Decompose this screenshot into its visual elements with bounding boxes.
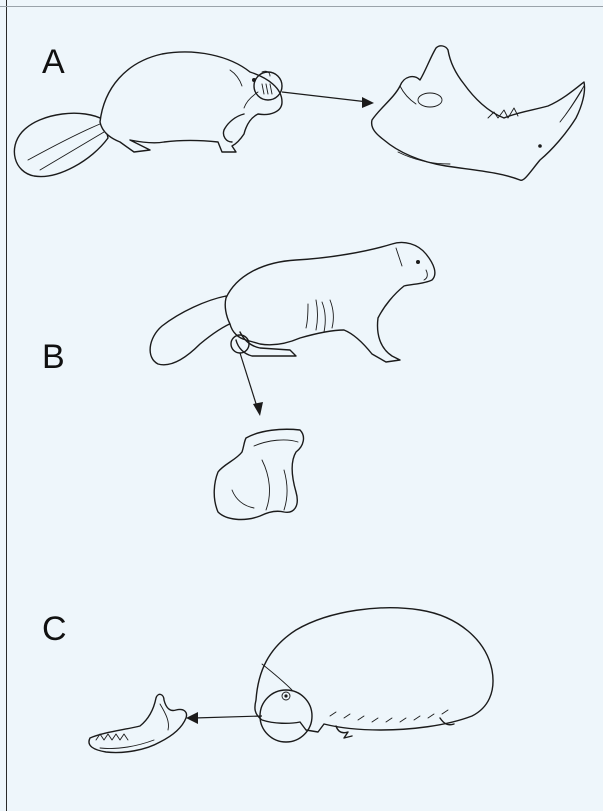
beaver-jaw-icon: [372, 46, 585, 180]
hedgehog-icon: [255, 608, 493, 742]
arrow-b: [240, 353, 263, 416]
ankle-bone-icon: [214, 429, 303, 519]
hedgehog-jaw-icon: [89, 694, 187, 752]
arrow-a: [282, 92, 374, 108]
beaver-icon: [14, 52, 282, 177]
arrow-c: [186, 712, 262, 724]
marmot-icon: [150, 242, 435, 364]
